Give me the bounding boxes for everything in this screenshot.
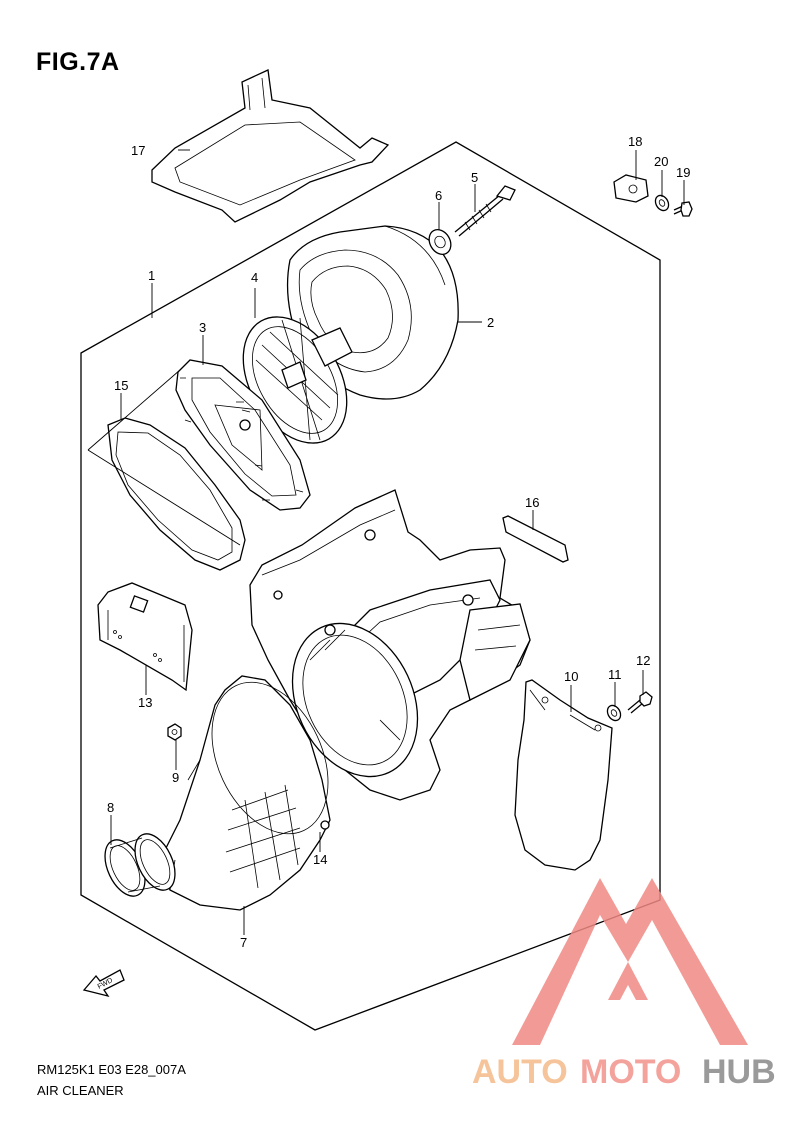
callout-9: 9 (172, 770, 179, 785)
part-18-clip-nut (613, 174, 649, 203)
callout-17: 17 (131, 143, 145, 158)
watermark-moto: MOTO (580, 1053, 681, 1091)
callout-12: 12 (636, 653, 650, 668)
fwd-arrow: FWD (82, 969, 125, 998)
watermark-text: AUTO MOTO HUB (472, 1053, 776, 1091)
part-20-washer (654, 194, 670, 212)
callout-3: 3 (199, 320, 206, 335)
air-cleaner-case (249, 489, 531, 801)
part-16-sticker (502, 515, 569, 563)
part-17-cover (151, 69, 390, 223)
callout-14: 14 (313, 852, 327, 867)
part-6-washer (428, 229, 452, 255)
part-12-bolt (627, 691, 653, 714)
watermark-auto: AUTO (472, 1053, 568, 1091)
part-14-screw (320, 820, 330, 830)
figure-caption: AIR CLEANER (37, 1083, 124, 1098)
part-5-wing-bolt (454, 185, 516, 237)
callout-11: 11 (608, 667, 622, 682)
part-9-nut (167, 723, 182, 741)
callout-13: 13 (138, 695, 152, 710)
callout-15: 15 (114, 378, 128, 393)
callout-4: 4 (251, 270, 258, 285)
callout-6: 6 (435, 188, 442, 203)
callout-1: 1 (148, 268, 155, 283)
watermark-hub: HUB (702, 1053, 776, 1091)
callout-10: 10 (564, 669, 578, 684)
callout-7: 7 (240, 935, 247, 950)
part-8-clamp (104, 833, 176, 897)
callout-19: 19 (676, 165, 690, 180)
figure-title: FIG.7A (36, 48, 120, 76)
leader-lines (110, 149, 685, 935)
figure-code: RM125K1 E03 E28_007A (37, 1062, 186, 1077)
callout-5: 5 (471, 170, 478, 185)
part-3-filter-holder (175, 359, 311, 511)
callout-8: 8 (107, 800, 114, 815)
part-19-bolt (673, 201, 693, 217)
part-15-gasket (107, 417, 246, 571)
callout-18: 18 (628, 134, 642, 149)
part-11-washer (606, 704, 622, 722)
callout-16: 16 (525, 495, 539, 510)
part-10-flap (514, 679, 613, 871)
callout-2: 2 (487, 315, 494, 330)
part-13-plate (97, 582, 193, 692)
callout-labels: 17 1 4 3 15 6 5 2 18 20 19 16 10 11 12 1… (107, 134, 690, 950)
callout-20: 20 (654, 154, 668, 169)
watermark-logo (512, 878, 748, 1045)
